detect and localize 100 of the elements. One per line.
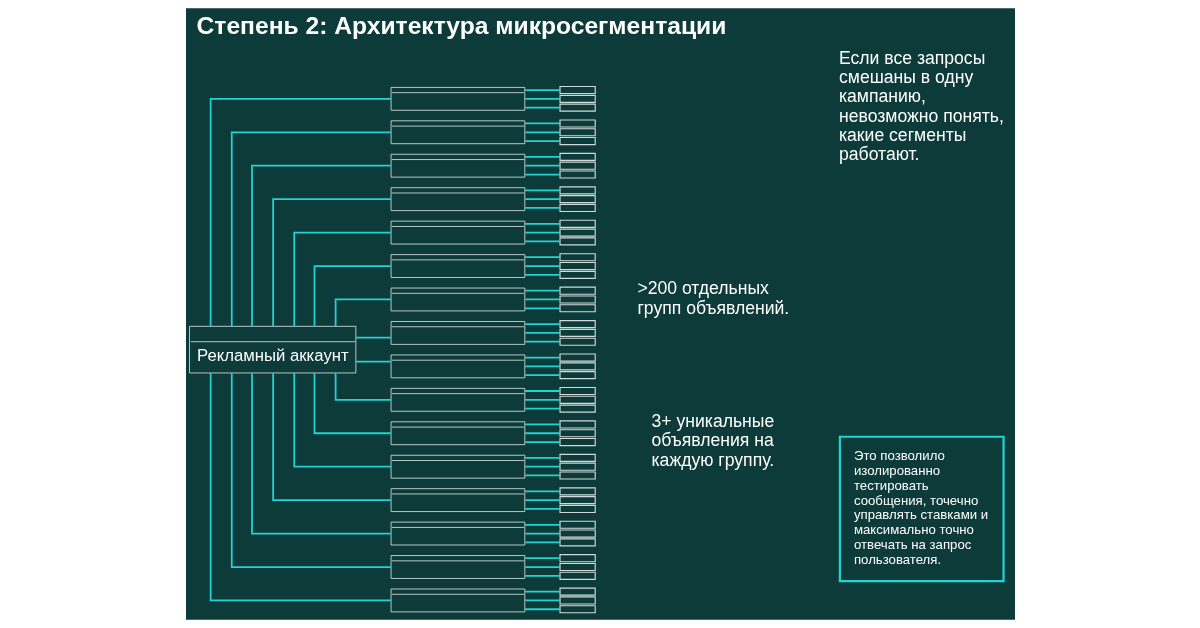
node-box	[558, 170, 596, 179]
node-box	[558, 404, 596, 413]
connector	[523, 156, 561, 158]
label: >200 отдельных групп объявлений.	[636, 278, 789, 318]
connector	[523, 265, 561, 267]
connector	[523, 557, 561, 560]
node-box	[558, 605, 596, 614]
connector	[523, 198, 561, 201]
node-box	[558, 286, 596, 295]
connector	[523, 207, 561, 209]
connector	[523, 508, 561, 510]
connector	[292, 231, 392, 328]
connector	[523, 298, 561, 301]
node-box	[558, 587, 596, 596]
connector	[523, 189, 561, 192]
node-box	[558, 137, 596, 146]
node-box	[558, 504, 596, 514]
node-box	[558, 219, 596, 228]
connector	[523, 365, 561, 368]
node-box	[558, 261, 596, 271]
connector	[523, 390, 561, 392]
node-box	[558, 186, 596, 195]
connector	[523, 231, 561, 234]
node-box	[558, 520, 596, 529]
node-box	[558, 128, 596, 137]
node-box	[558, 362, 596, 371]
connector	[523, 307, 561, 310]
node-box	[558, 304, 596, 313]
node-box	[558, 371, 596, 380]
connector	[523, 432, 561, 435]
connector	[523, 222, 561, 225]
node-box	[558, 453, 596, 462]
connector	[334, 298, 392, 327]
node-box	[558, 161, 596, 170]
connector	[354, 360, 392, 363]
connector	[523, 164, 561, 167]
node-box: Это позволило изолированно тестировать сообщения, точечно управлять ставками и максимально точно отвечать на запрос пользователя.	[838, 435, 1005, 583]
node-box	[558, 119, 596, 128]
connector	[523, 608, 561, 611]
node-box	[558, 562, 596, 572]
node-box	[558, 429, 596, 438]
node-box	[558, 462, 596, 471]
node-box	[558, 295, 596, 304]
connector	[250, 372, 392, 535]
connector	[209, 97, 392, 328]
node-box	[558, 94, 596, 103]
node-box	[558, 337, 596, 346]
connector	[230, 131, 392, 327]
connector	[523, 566, 561, 568]
connector	[523, 574, 561, 577]
connector	[523, 541, 561, 544]
connector	[523, 173, 561, 176]
connector	[523, 140, 561, 142]
connector	[250, 164, 392, 327]
node-box	[558, 386, 596, 396]
label: 3+ уникальные объявления на каждую группу.	[651, 411, 774, 470]
connector	[523, 332, 561, 334]
connector	[523, 106, 561, 109]
connector	[523, 457, 561, 459]
node-box	[558, 152, 596, 161]
node-box	[558, 353, 596, 362]
label: Если все запросы смешаны в одну кампанию, невозможно понять, какие сегменты работают.	[838, 47, 1004, 165]
node-box	[558, 596, 596, 605]
node-box	[558, 554, 596, 563]
connector	[523, 89, 561, 91]
connector	[523, 97, 561, 100]
node-box	[558, 85, 596, 95]
connector	[313, 372, 392, 435]
connector	[523, 474, 561, 477]
node-box	[558, 228, 596, 237]
node-box	[558, 237, 596, 246]
node-box	[558, 270, 596, 279]
connector	[292, 372, 392, 468]
connector	[523, 374, 561, 377]
node-box	[558, 420, 596, 429]
connector	[523, 423, 561, 426]
connector	[354, 336, 392, 339]
node-box	[558, 253, 596, 262]
connector	[523, 273, 561, 276]
node-box	[558, 395, 596, 404]
node-box	[558, 320, 596, 329]
connector	[523, 340, 561, 343]
connector	[334, 372, 392, 401]
connector	[523, 289, 561, 292]
connector	[523, 499, 561, 501]
connector	[523, 490, 561, 493]
node-box	[558, 328, 596, 337]
connector	[523, 122, 561, 125]
connector	[523, 441, 561, 443]
connector	[209, 372, 392, 602]
connector	[523, 407, 561, 410]
diagram-title: Степень 2: Архитектура микросегментации	[196, 12, 726, 40]
connector	[523, 590, 561, 593]
connector	[523, 240, 561, 243]
node-box	[558, 529, 596, 538]
connector	[313, 265, 392, 327]
node-box	[558, 538, 596, 547]
node-box	[558, 487, 596, 496]
connector	[523, 131, 561, 134]
connector	[523, 323, 561, 325]
